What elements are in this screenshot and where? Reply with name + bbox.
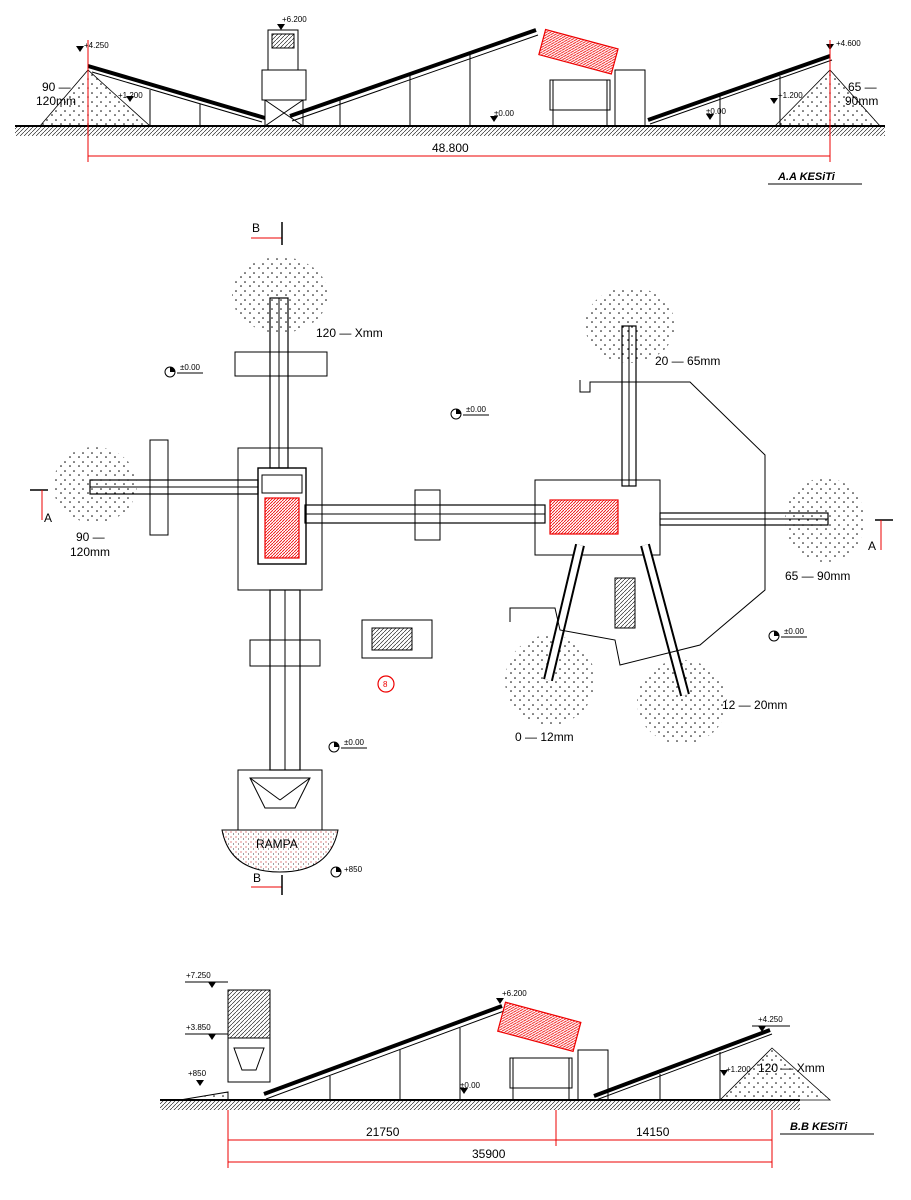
svg-text:±0.00: ±0.00 — [180, 363, 201, 372]
elevation-marker: ±0.00 — [490, 109, 515, 122]
product-label: 120mm — [70, 545, 110, 559]
elevation-marker: ±0.00 — [706, 107, 727, 120]
stockpile — [53, 447, 137, 523]
section-bb: +7.250 +3.850 +850 +6.200 +4.250 ±0.00 +… — [160, 971, 874, 1168]
svg-text:±0.00: ±0.00 — [784, 627, 805, 636]
elevation-symbol: ±0.00 — [328, 738, 367, 753]
svg-text:+3.850: +3.850 — [186, 1023, 211, 1032]
svg-text:+4.250: +4.250 — [84, 41, 109, 50]
product-label: 120mm — [36, 94, 76, 108]
svg-text:+1.200: +1.200 — [118, 91, 143, 100]
section-title: A.A KESiTi — [777, 171, 836, 183]
elevation-symbol: +850 — [330, 865, 363, 878]
svg-text:+6.200: +6.200 — [502, 989, 527, 998]
product-label: 90mm — [845, 94, 878, 108]
dimension-value: 35900 — [472, 1147, 506, 1161]
item-number: 8 — [383, 680, 388, 689]
section-title: B.B KESiTi — [790, 1121, 848, 1133]
item-number-circle — [377, 675, 395, 693]
elevation-symbol: ±0.00 — [768, 627, 807, 642]
product-label: 12 — 20mm — [722, 698, 787, 712]
svg-text:±0.00: ±0.00 — [706, 107, 727, 116]
elevation-symbol: ±0.00 — [164, 363, 203, 378]
section-marker-b-bottom: B — [251, 871, 283, 895]
elevation-marker: +6.200 — [496, 989, 527, 1004]
elevation-marker: +850 — [188, 1069, 207, 1086]
elevation-marker: +4.250 — [752, 1015, 790, 1032]
svg-text:+850: +850 — [344, 865, 363, 874]
product-label: 120 — Xmm — [316, 326, 383, 340]
elevation-marker: +1.200 — [770, 91, 803, 104]
svg-text:±0.00: ±0.00 — [466, 405, 487, 414]
dimension-value: 21750 — [366, 1125, 400, 1139]
product-label: 65 — — [848, 80, 877, 94]
svg-text:+4.600: +4.600 — [836, 39, 861, 48]
svg-text:+6.200: +6.200 — [282, 15, 307, 24]
elevation-marker: +3.850 — [185, 1023, 228, 1040]
svg-text:A: A — [868, 539, 876, 553]
product-label: 90 — — [42, 80, 71, 94]
svg-text:+850: +850 — [188, 1069, 207, 1078]
svg-text:B: B — [253, 871, 261, 885]
svg-text:+7.250: +7.250 — [186, 971, 211, 980]
svg-text:+1.200: +1.200 — [778, 91, 803, 100]
section-aa: +4.250 +6.200 +4.600 +1.200 ±0.00 ±0.00 … — [15, 15, 885, 185]
stockpile — [232, 257, 328, 333]
stockpile — [585, 287, 675, 363]
svg-text:±0.00: ±0.00 — [494, 109, 515, 118]
elevation-marker: ±0.00 — [460, 1081, 481, 1094]
svg-text:±0.00: ±0.00 — [344, 738, 365, 747]
elevation-marker: +6.200 — [277, 15, 307, 30]
elevation-marker: +4.600 — [826, 39, 861, 50]
elevation-marker: +7.250 — [185, 971, 228, 988]
stockpile — [785, 478, 865, 562]
svg-text:+1.200: +1.200 — [726, 1065, 751, 1074]
elevation-marker: +1.200 — [720, 1065, 751, 1076]
dimension-line — [227, 1110, 773, 1168]
section-marker-a-right: A — [868, 519, 893, 553]
plan-view: RAMPA 8 B — [30, 221, 893, 895]
svg-text:B: B — [252, 221, 260, 235]
dimension-value: 48.800 — [432, 141, 469, 155]
elevation-symbol: ±0.00 — [450, 405, 489, 420]
elevation-marker: +4.250 — [76, 41, 109, 52]
product-label: 65 — 90mm — [785, 569, 850, 583]
dimension-value: 14150 — [636, 1125, 670, 1139]
section-marker-b-top: B — [251, 221, 283, 245]
product-label: 0 — 12mm — [515, 730, 574, 744]
product-label: 20 — 65mm — [655, 354, 720, 368]
dimension-line — [87, 40, 831, 162]
svg-text:+4.250: +4.250 — [758, 1015, 783, 1024]
ramp-label: RAMPA — [256, 837, 298, 851]
section-marker-a-left: A — [30, 489, 52, 525]
stockpile — [637, 660, 727, 744]
elevation-marker: +1.200 — [118, 91, 143, 102]
svg-text:±0.00: ±0.00 — [460, 1081, 481, 1090]
svg-text:A: A — [44, 511, 52, 525]
product-label: 90 — — [76, 530, 105, 544]
product-label: 120 — Xmm — [758, 1061, 825, 1075]
